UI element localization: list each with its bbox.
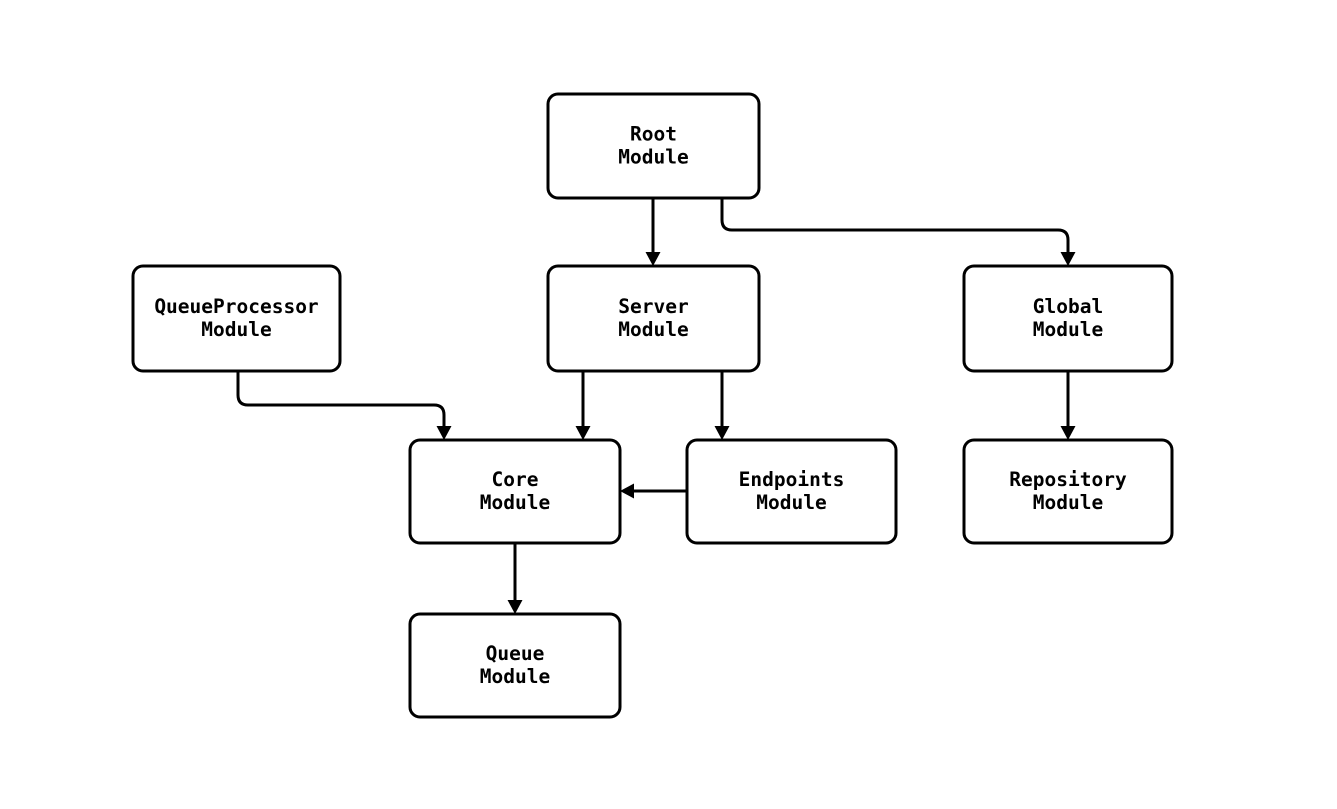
endpoints-module-node-label-line-1: Module [756,491,826,514]
global-module-node-box[interactable] [962,264,1174,373]
server-module-node-label-line-0: Server [618,295,688,318]
edge-core-to-queue-arrowhead-icon [507,600,523,614]
core-module-node-box[interactable] [408,438,622,545]
queue-module-node-box[interactable] [408,612,622,719]
edge-root-to-server [645,198,661,266]
edge-root-to-global [720,198,1076,266]
queueprocessor-module-node-box[interactable] [131,264,342,373]
edge-server-to-endpoints [714,371,730,440]
queue-module-node-label-line-0: Queue [486,642,545,665]
edge-queueprocessor-to-core-line [236,371,446,426]
edge-queueprocessor-to-core [236,371,452,440]
edge-root-to-server-arrowhead-icon [645,252,661,266]
edge-root-to-global-arrowhead-icon [1060,252,1076,266]
core-module-node-label-line-1: Module [480,491,550,514]
queueprocessor-module-node-label-line-0: QueueProcessor [154,295,318,318]
edge-core-to-queue [507,543,523,614]
repository-module-node-label-line-0: Repository [1009,468,1127,491]
endpoints-module-node-label-line-0: Endpoints [739,468,845,491]
global-module-node-label-line-0: Global [1033,295,1103,318]
queue-module-node-label-line-1: Module [480,665,550,688]
root-module-node-label-line-0: Root [630,122,677,145]
core-module-node-label-line-0: Core [492,468,539,491]
edge-endpoints-to-core [620,483,687,499]
edge-server-to-core [575,371,591,440]
root-module-node-box[interactable] [546,92,761,200]
edge-global-to-repository [1060,371,1076,440]
queueprocessor-module-node-label-line-1: Module [201,318,271,341]
endpoints-module-node-box[interactable] [685,438,898,545]
server-module-node-box[interactable] [546,264,761,373]
edge-queueprocessor-to-core-arrowhead-icon [436,426,452,440]
edge-layer [236,198,1076,614]
root-module-node-label-line-1: Module [618,145,688,168]
edge-server-to-endpoints-arrowhead-icon [714,426,730,440]
server-module-node-label-line-1: Module [618,318,688,341]
edge-server-to-core-arrowhead-icon [575,426,591,440]
global-module-node-label-line-1: Module [1033,318,1103,341]
repository-module-node-box[interactable] [962,438,1174,545]
edge-endpoints-to-core-arrowhead-icon [620,483,634,499]
edge-root-to-global-line [720,198,1070,252]
edge-global-to-repository-arrowhead-icon [1060,426,1076,440]
repository-module-node-label-line-1: Module [1033,491,1103,514]
